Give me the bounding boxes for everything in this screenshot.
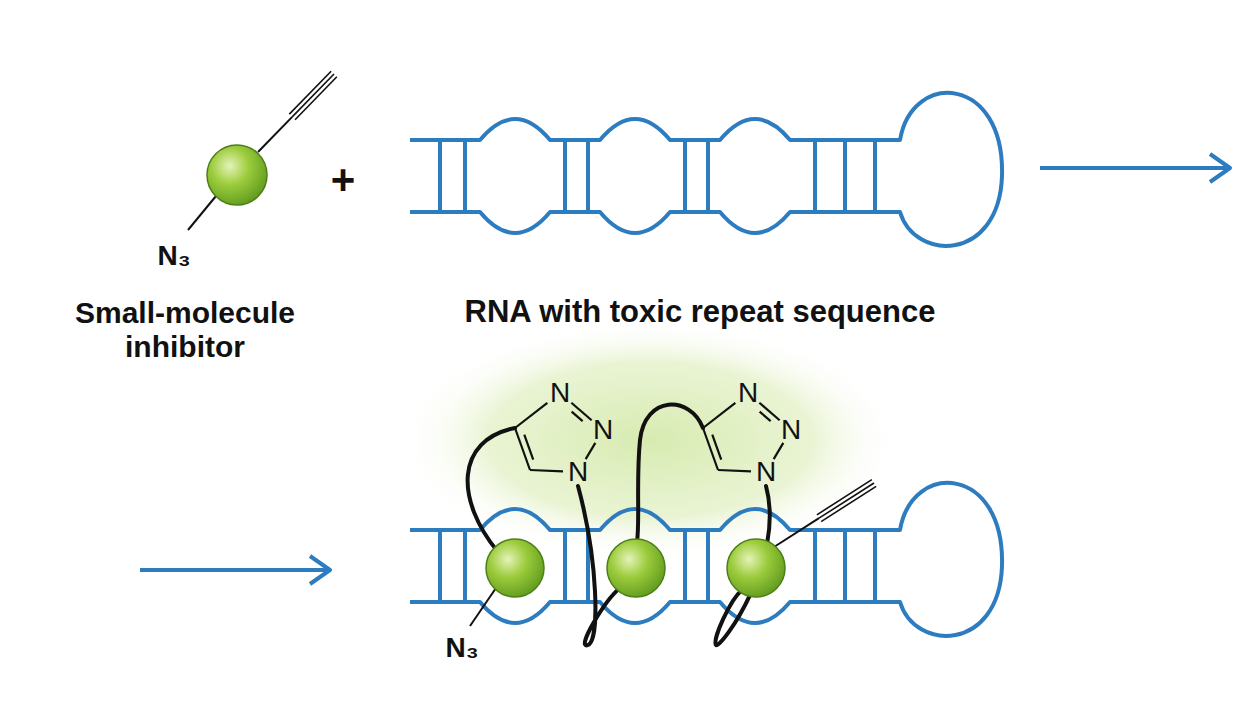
bond: [817, 480, 872, 515]
atom-label: N: [738, 377, 758, 408]
small-molecule-sphere: [207, 145, 267, 205]
base-pair: [873, 140, 877, 212]
bond: [572, 412, 583, 421]
bond: [258, 117, 292, 152]
reaction-arrow: [140, 556, 330, 584]
base-pair: [463, 140, 467, 212]
base-pair: [586, 140, 590, 212]
small-molecule-sphere: [607, 539, 665, 597]
bond: [718, 470, 751, 471]
rna-hairpin: [410, 93, 1002, 246]
bond: [188, 196, 216, 230]
base-pair: [463, 530, 467, 602]
bond: [470, 588, 496, 626]
base-pair: [843, 530, 847, 602]
bond: [703, 403, 735, 428]
rna-strand: [410, 483, 1002, 636]
bond: [515, 428, 530, 470]
atom-label: N: [593, 414, 613, 445]
linker: [637, 405, 703, 542]
base-pair: [706, 530, 710, 602]
linker: [468, 428, 515, 552]
bond: [530, 470, 563, 471]
bond: [774, 518, 819, 547]
small-molecule-sphere: [486, 539, 544, 597]
bond: [703, 428, 718, 470]
base-pair: [563, 530, 567, 602]
bond: [524, 435, 533, 460]
azide-label: N₃: [445, 632, 478, 663]
azide-label: N₃: [157, 240, 190, 271]
base-pair: [683, 140, 687, 212]
base-pair: [563, 140, 567, 212]
base-pair: [683, 530, 687, 602]
plus-sign: +: [331, 156, 356, 203]
base-pair: [873, 530, 877, 602]
atom-label: N: [756, 456, 776, 487]
small-molecule-sphere: [727, 539, 785, 597]
bond: [760, 412, 771, 421]
bond: [571, 403, 591, 420]
bond: [712, 435, 721, 460]
base-pair: [438, 140, 442, 212]
glow: [400, 320, 900, 560]
bond: [515, 403, 547, 428]
caption-label: Small-molecule inhibitor: [35, 296, 335, 363]
rna-hairpin: [410, 483, 1002, 636]
base-pair: [813, 140, 817, 212]
base-pair: [843, 140, 847, 212]
bond: [295, 77, 337, 120]
bond: [759, 403, 779, 420]
bond: [289, 71, 331, 114]
reaction-arrow: [1040, 154, 1230, 182]
bond: [292, 74, 334, 117]
base-pair: [706, 140, 710, 212]
bond: [819, 483, 874, 518]
bond: [821, 486, 876, 521]
base-pair: [813, 530, 817, 602]
atom-label: N: [781, 414, 801, 445]
rna-strand: [410, 93, 1002, 246]
atom-label: N: [550, 377, 570, 408]
caption-label: RNA with toxic repeat sequence: [465, 295, 936, 330]
base-pair: [438, 530, 442, 602]
atom-label: N: [568, 456, 588, 487]
